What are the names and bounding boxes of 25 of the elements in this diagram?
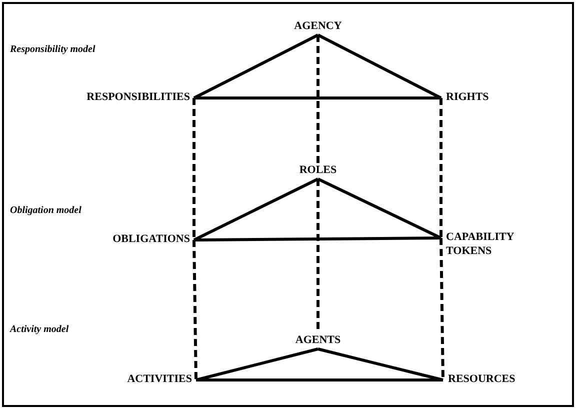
node-label: AGENTS (284, 333, 352, 349)
dashed-line (192, 98, 196, 240)
model-label: Obligation model (10, 204, 82, 218)
connector-line (317, 178, 442, 240)
node-label: RESPONSIBILITIES (14, 90, 194, 106)
dashed-line (192, 240, 198, 380)
node-label: OBLIGATIONS (44, 232, 194, 248)
dashed-line (316, 35, 320, 163)
connector-line (318, 348, 444, 382)
connector-line (317, 34, 442, 100)
node-label: ROLES (288, 163, 348, 179)
model-label: Activity model (10, 323, 69, 337)
node-label: RESOURCES (443, 372, 543, 388)
connector-line (193, 178, 319, 242)
node-label: CAPABILITY TOKENS (441, 230, 531, 260)
node-label: AGENCY (284, 19, 352, 35)
dashed-line (440, 98, 442, 238)
node-label: RIGHTS (441, 90, 501, 106)
connector-line (196, 378, 443, 382)
node-label: ACTIVITIES (80, 372, 196, 388)
model-label: Responsibility model (10, 43, 96, 57)
connector-line (194, 96, 441, 100)
connector-line (193, 34, 319, 100)
connector-line (194, 236, 442, 242)
connector-line (196, 348, 318, 382)
